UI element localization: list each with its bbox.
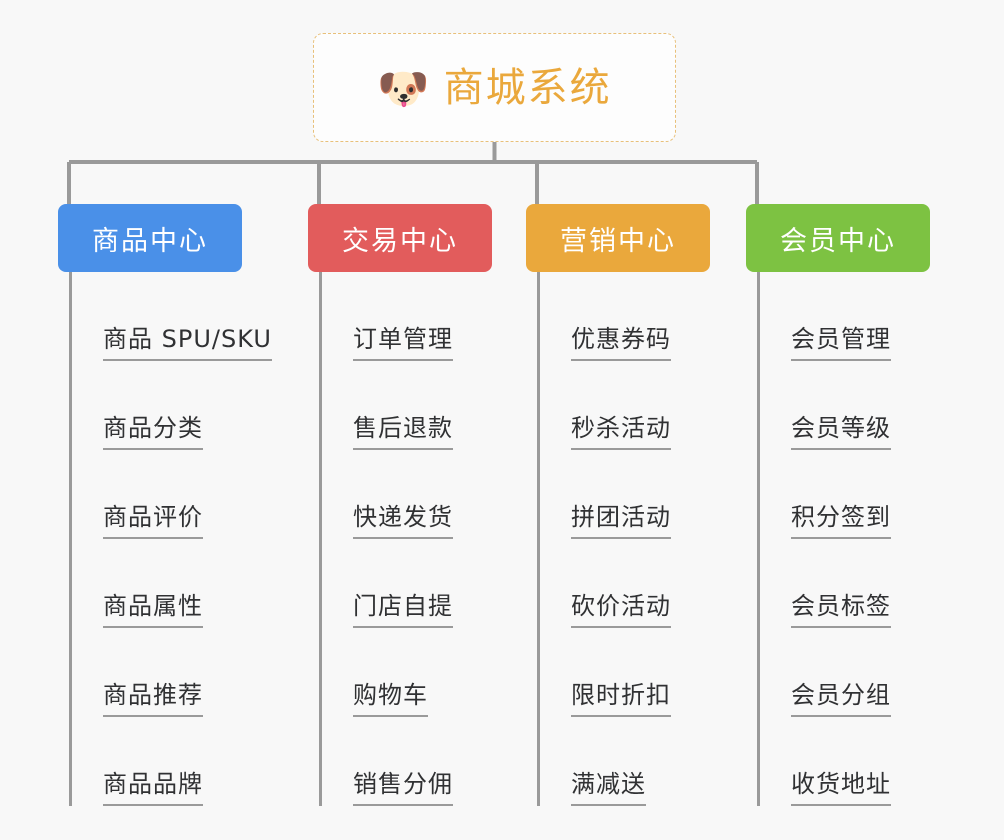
category-header-member-center[interactable]: 会员中心 <box>746 204 930 272</box>
leaf-item-label: 订单管理 <box>353 325 453 361</box>
leaf-list-member-center: 会员管理会员等级积分签到会员标签会员分组收货地址 <box>757 272 930 806</box>
connector-path <box>67 142 759 204</box>
category-header-label: 会员中心 <box>780 225 896 257</box>
leaf-item-label: 商品 SPU/SKU <box>103 325 272 361</box>
category-column-trade-center: 交易中心订单管理售后退款快递发货门店自提购物车销售分佣 <box>308 204 492 806</box>
leaf-item-label: 限时折扣 <box>571 681 671 717</box>
leaf-item[interactable]: 商品属性 <box>72 539 242 628</box>
leaf-item-label: 拼团活动 <box>571 503 671 539</box>
leaf-item[interactable]: 商品推荐 <box>72 628 242 717</box>
leaf-list-trade-center: 订单管理售后退款快递发货门店自提购物车销售分佣 <box>319 272 492 806</box>
leaf-item[interactable]: 售后退款 <box>322 361 492 450</box>
leaf-item-label: 快递发货 <box>353 503 453 539</box>
leaf-item-label: 积分签到 <box>791 503 891 539</box>
category-header-label: 商品中心 <box>92 225 208 257</box>
leaf-list-marketing-center: 优惠券码秒杀活动拼团活动砍价活动限时折扣满减送 <box>537 272 710 806</box>
leaf-item[interactable]: 拼团活动 <box>540 450 710 539</box>
leaf-item[interactable]: 商品分类 <box>72 361 242 450</box>
leaf-item-label: 会员管理 <box>791 325 891 361</box>
leaf-item-label: 售后退款 <box>353 414 453 450</box>
leaf-item[interactable]: 订单管理 <box>322 272 492 361</box>
category-column-member-center: 会员中心会员管理会员等级积分签到会员标签会员分组收货地址 <box>746 204 930 806</box>
category-column-marketing-center: 营销中心优惠券码秒杀活动拼团活动砍价活动限时折扣满减送 <box>526 204 710 806</box>
dog-face-icon: 🐶 <box>377 63 430 113</box>
leaf-item-label: 销售分佣 <box>353 770 453 806</box>
leaf-item[interactable]: 砍价活动 <box>540 539 710 628</box>
leaf-item-label: 商品评价 <box>103 503 203 539</box>
leaf-item-label: 购物车 <box>353 681 428 717</box>
category-header-label: 营销中心 <box>560 225 676 257</box>
category-header-label: 交易中心 <box>342 225 458 257</box>
root-title: 商城系统 <box>443 64 612 111</box>
leaf-item[interactable]: 会员管理 <box>760 272 930 361</box>
leaf-item-label: 会员分组 <box>791 681 891 717</box>
leaf-item-label: 商品属性 <box>103 592 203 628</box>
leaf-item[interactable]: 销售分佣 <box>322 717 492 806</box>
leaf-item-label: 门店自提 <box>353 592 453 628</box>
leaf-item-label: 商品推荐 <box>103 681 203 717</box>
leaf-item[interactable]: 限时折扣 <box>540 628 710 717</box>
category-column-product-center: 商品中心商品 SPU/SKU 商品分类商品评价商品属性商品推荐商品品牌 <box>58 204 272 806</box>
leaf-item[interactable]: 满减送 <box>540 717 710 806</box>
leaf-item-label: 秒杀活动 <box>571 414 671 450</box>
leaf-item[interactable]: 商品 SPU/SKU <box>72 272 272 361</box>
category-header-product-center[interactable]: 商品中心 <box>58 204 242 272</box>
leaf-item[interactable]: 积分签到 <box>760 450 930 539</box>
leaf-item[interactable]: 会员标签 <box>760 539 930 628</box>
leaf-item-label: 会员等级 <box>791 414 891 450</box>
leaf-item-label: 满减送 <box>571 770 646 806</box>
leaf-item-label: 收货地址 <box>791 770 891 806</box>
leaf-item-label: 会员标签 <box>791 592 891 628</box>
root-node-mall-system[interactable]: 🐶 商城系统 <box>313 33 676 142</box>
category-header-trade-center[interactable]: 交易中心 <box>308 204 492 272</box>
leaf-item-label: 商品品牌 <box>103 770 203 806</box>
leaf-item[interactable]: 优惠券码 <box>540 272 710 361</box>
leaf-item[interactable]: 购物车 <box>322 628 492 717</box>
category-header-marketing-center[interactable]: 营销中心 <box>526 204 710 272</box>
leaf-item[interactable]: 商品品牌 <box>72 717 242 806</box>
leaf-item[interactable]: 商品评价 <box>72 450 242 539</box>
leaf-item[interactable]: 秒杀活动 <box>540 361 710 450</box>
leaf-item[interactable]: 会员分组 <box>760 628 930 717</box>
leaf-item[interactable]: 快递发货 <box>322 450 492 539</box>
leaf-item[interactable]: 会员等级 <box>760 361 930 450</box>
leaf-item[interactable]: 门店自提 <box>322 539 492 628</box>
leaf-item-label: 商品分类 <box>103 414 203 450</box>
leaf-list-product-center: 商品 SPU/SKU 商品分类商品评价商品属性商品推荐商品品牌 <box>69 272 272 806</box>
leaf-item-label: 优惠券码 <box>571 325 671 361</box>
leaf-item[interactable]: 收货地址 <box>760 717 930 806</box>
leaf-item-label: 砍价活动 <box>571 592 671 628</box>
